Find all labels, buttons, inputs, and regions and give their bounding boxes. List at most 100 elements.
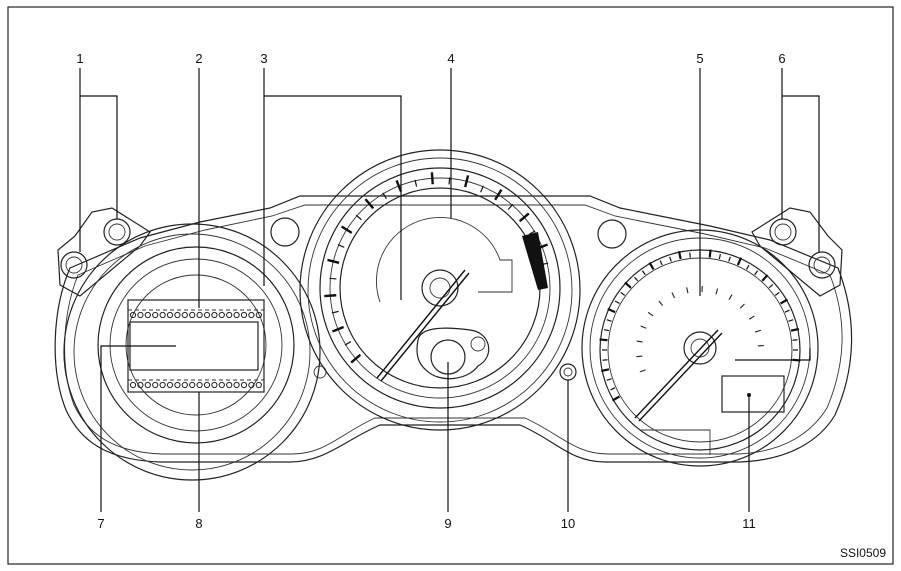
trip-reset-knob [416, 327, 490, 380]
indicator-dot [137, 381, 144, 389]
inner-mark [639, 369, 646, 373]
tick-mark [648, 261, 655, 271]
inner-mark [636, 340, 643, 343]
tick-mark [677, 250, 682, 260]
indicator-dot [203, 381, 211, 389]
tick-mark [327, 258, 340, 265]
tick-mark [728, 256, 731, 262]
indicator-dot [203, 311, 211, 319]
tick-mark [788, 319, 794, 322]
indicator-dot [226, 381, 233, 389]
tick-mark [606, 378, 612, 381]
tachometer-redzone [522, 232, 548, 290]
callout-9: 9 [444, 516, 451, 531]
tick-mark [620, 291, 626, 296]
tick-mark [669, 256, 672, 262]
inner-mark [636, 355, 643, 358]
inner-mark [728, 294, 733, 301]
callout-3: 3 [260, 51, 267, 66]
tick-mark [329, 277, 337, 280]
tick-mark [633, 276, 639, 282]
indicator-dot [248, 311, 255, 319]
tick-mark [355, 214, 362, 221]
callout-7: 7 [97, 516, 104, 531]
tick-mark [768, 283, 774, 289]
tick-mark [430, 172, 434, 185]
tick-mark [761, 274, 769, 282]
tick-mark [344, 341, 352, 346]
tick-mark [792, 339, 798, 341]
indicator-dot [181, 311, 188, 319]
inner-mark [640, 325, 647, 329]
indicator-dot [137, 311, 144, 319]
indicator-dot [248, 381, 255, 389]
tick-mark [350, 353, 362, 364]
tick-mark [602, 359, 608, 361]
indicator-dot [226, 311, 233, 319]
tick-mark [518, 212, 530, 223]
indicator-dot [189, 381, 196, 389]
tick-mark [610, 387, 616, 391]
tick-mark [708, 249, 712, 258]
tick-mark [774, 291, 780, 296]
callout-4: 4 [447, 51, 454, 66]
inner-mark [658, 300, 664, 306]
tick-mark [754, 270, 759, 276]
indicator-dot [240, 381, 248, 389]
figure-frame [7, 6, 894, 565]
tick-mark [528, 230, 536, 235]
tick-mark [689, 252, 691, 258]
indicator-dot [129, 311, 137, 319]
indicator-dot [218, 311, 225, 319]
tick-mark [382, 192, 387, 200]
indicator-dot [211, 311, 218, 319]
indicator-dot [129, 381, 137, 389]
indicator-dot [218, 381, 225, 389]
inner-mark [715, 288, 719, 295]
leader-lines [79, 68, 820, 512]
inner-mark [671, 292, 676, 299]
callout-6: 6 [778, 51, 785, 66]
tick-mark [340, 225, 353, 234]
tick-mark [448, 177, 451, 185]
tick-mark [494, 188, 503, 201]
indicator-dot [174, 381, 181, 389]
tick-mark [614, 300, 620, 305]
indicator-dot [233, 381, 240, 389]
tachometer-needle [376, 269, 470, 382]
indicator-dot [240, 311, 248, 319]
tick-mark [611, 395, 621, 402]
indicator-dot [152, 311, 159, 319]
callout-10: 10 [561, 516, 575, 531]
indicator-dot [233, 311, 240, 319]
indicator-dot [174, 311, 181, 319]
tick-mark [414, 179, 418, 187]
tick-mark [659, 260, 663, 266]
tick-mark [324, 294, 337, 298]
indicator-dot [144, 311, 151, 319]
callout-8: 8 [195, 516, 202, 531]
tick-mark [736, 257, 743, 266]
inner-mark [754, 329, 762, 333]
tick-mark [331, 325, 345, 333]
tick-mark [331, 310, 339, 314]
tick-mark [463, 175, 470, 188]
indicator-dot [159, 311, 166, 319]
speedometer-inner-marks [636, 286, 764, 373]
tick-mark [480, 185, 484, 193]
indicator-dot [255, 381, 262, 389]
tick-mark [395, 179, 403, 193]
tick-mark [790, 327, 800, 332]
indicator-dot [196, 311, 203, 319]
callout-2: 2 [195, 51, 202, 66]
indicator-dot [166, 381, 174, 389]
indicator-dot [159, 381, 166, 389]
speedometer-display-window [721, 375, 785, 413]
tick-mark [745, 264, 750, 270]
tick-mark [507, 203, 514, 210]
indicator-dot [255, 311, 262, 319]
callout-11: 11 [742, 516, 756, 531]
lower-indicator-dots [129, 381, 262, 389]
indicator-dot [189, 311, 196, 319]
inner-mark [748, 315, 755, 320]
